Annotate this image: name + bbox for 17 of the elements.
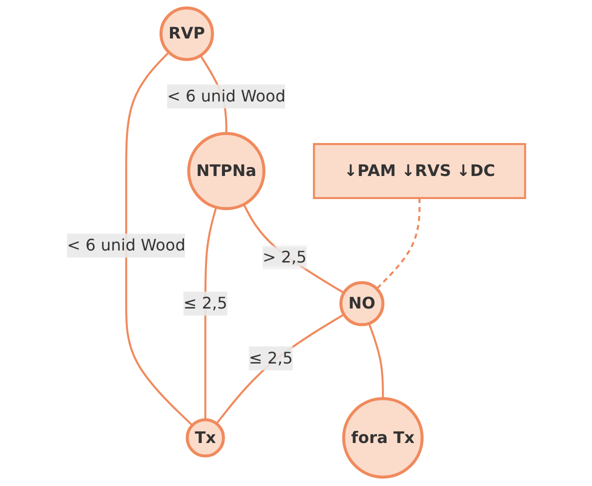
edge-label: ≤ 2,5 bbox=[248, 348, 293, 368]
connector bbox=[216, 314, 344, 425]
node-circle: NTPNa bbox=[187, 132, 266, 211]
node-box: ↓PAM ↓RVS ↓DC bbox=[312, 143, 526, 200]
connector bbox=[204, 207, 218, 420]
connector bbox=[368, 324, 384, 400]
node-circle: RVP bbox=[159, 6, 214, 62]
node-circle: NO bbox=[339, 282, 384, 327]
connector bbox=[242, 204, 344, 294]
node-circle: Tx bbox=[186, 418, 225, 458]
edge-label: ≤ 2,5 bbox=[183, 294, 228, 314]
connector bbox=[376, 198, 420, 290]
node-circle: fora Tx bbox=[342, 398, 424, 480]
edge-label: < 6 unid Wood bbox=[66, 236, 186, 256]
connector bbox=[125, 52, 193, 426]
edge-label: < 6 unid Wood bbox=[167, 86, 286, 106]
edge-label: > 2,5 bbox=[262, 248, 307, 267]
